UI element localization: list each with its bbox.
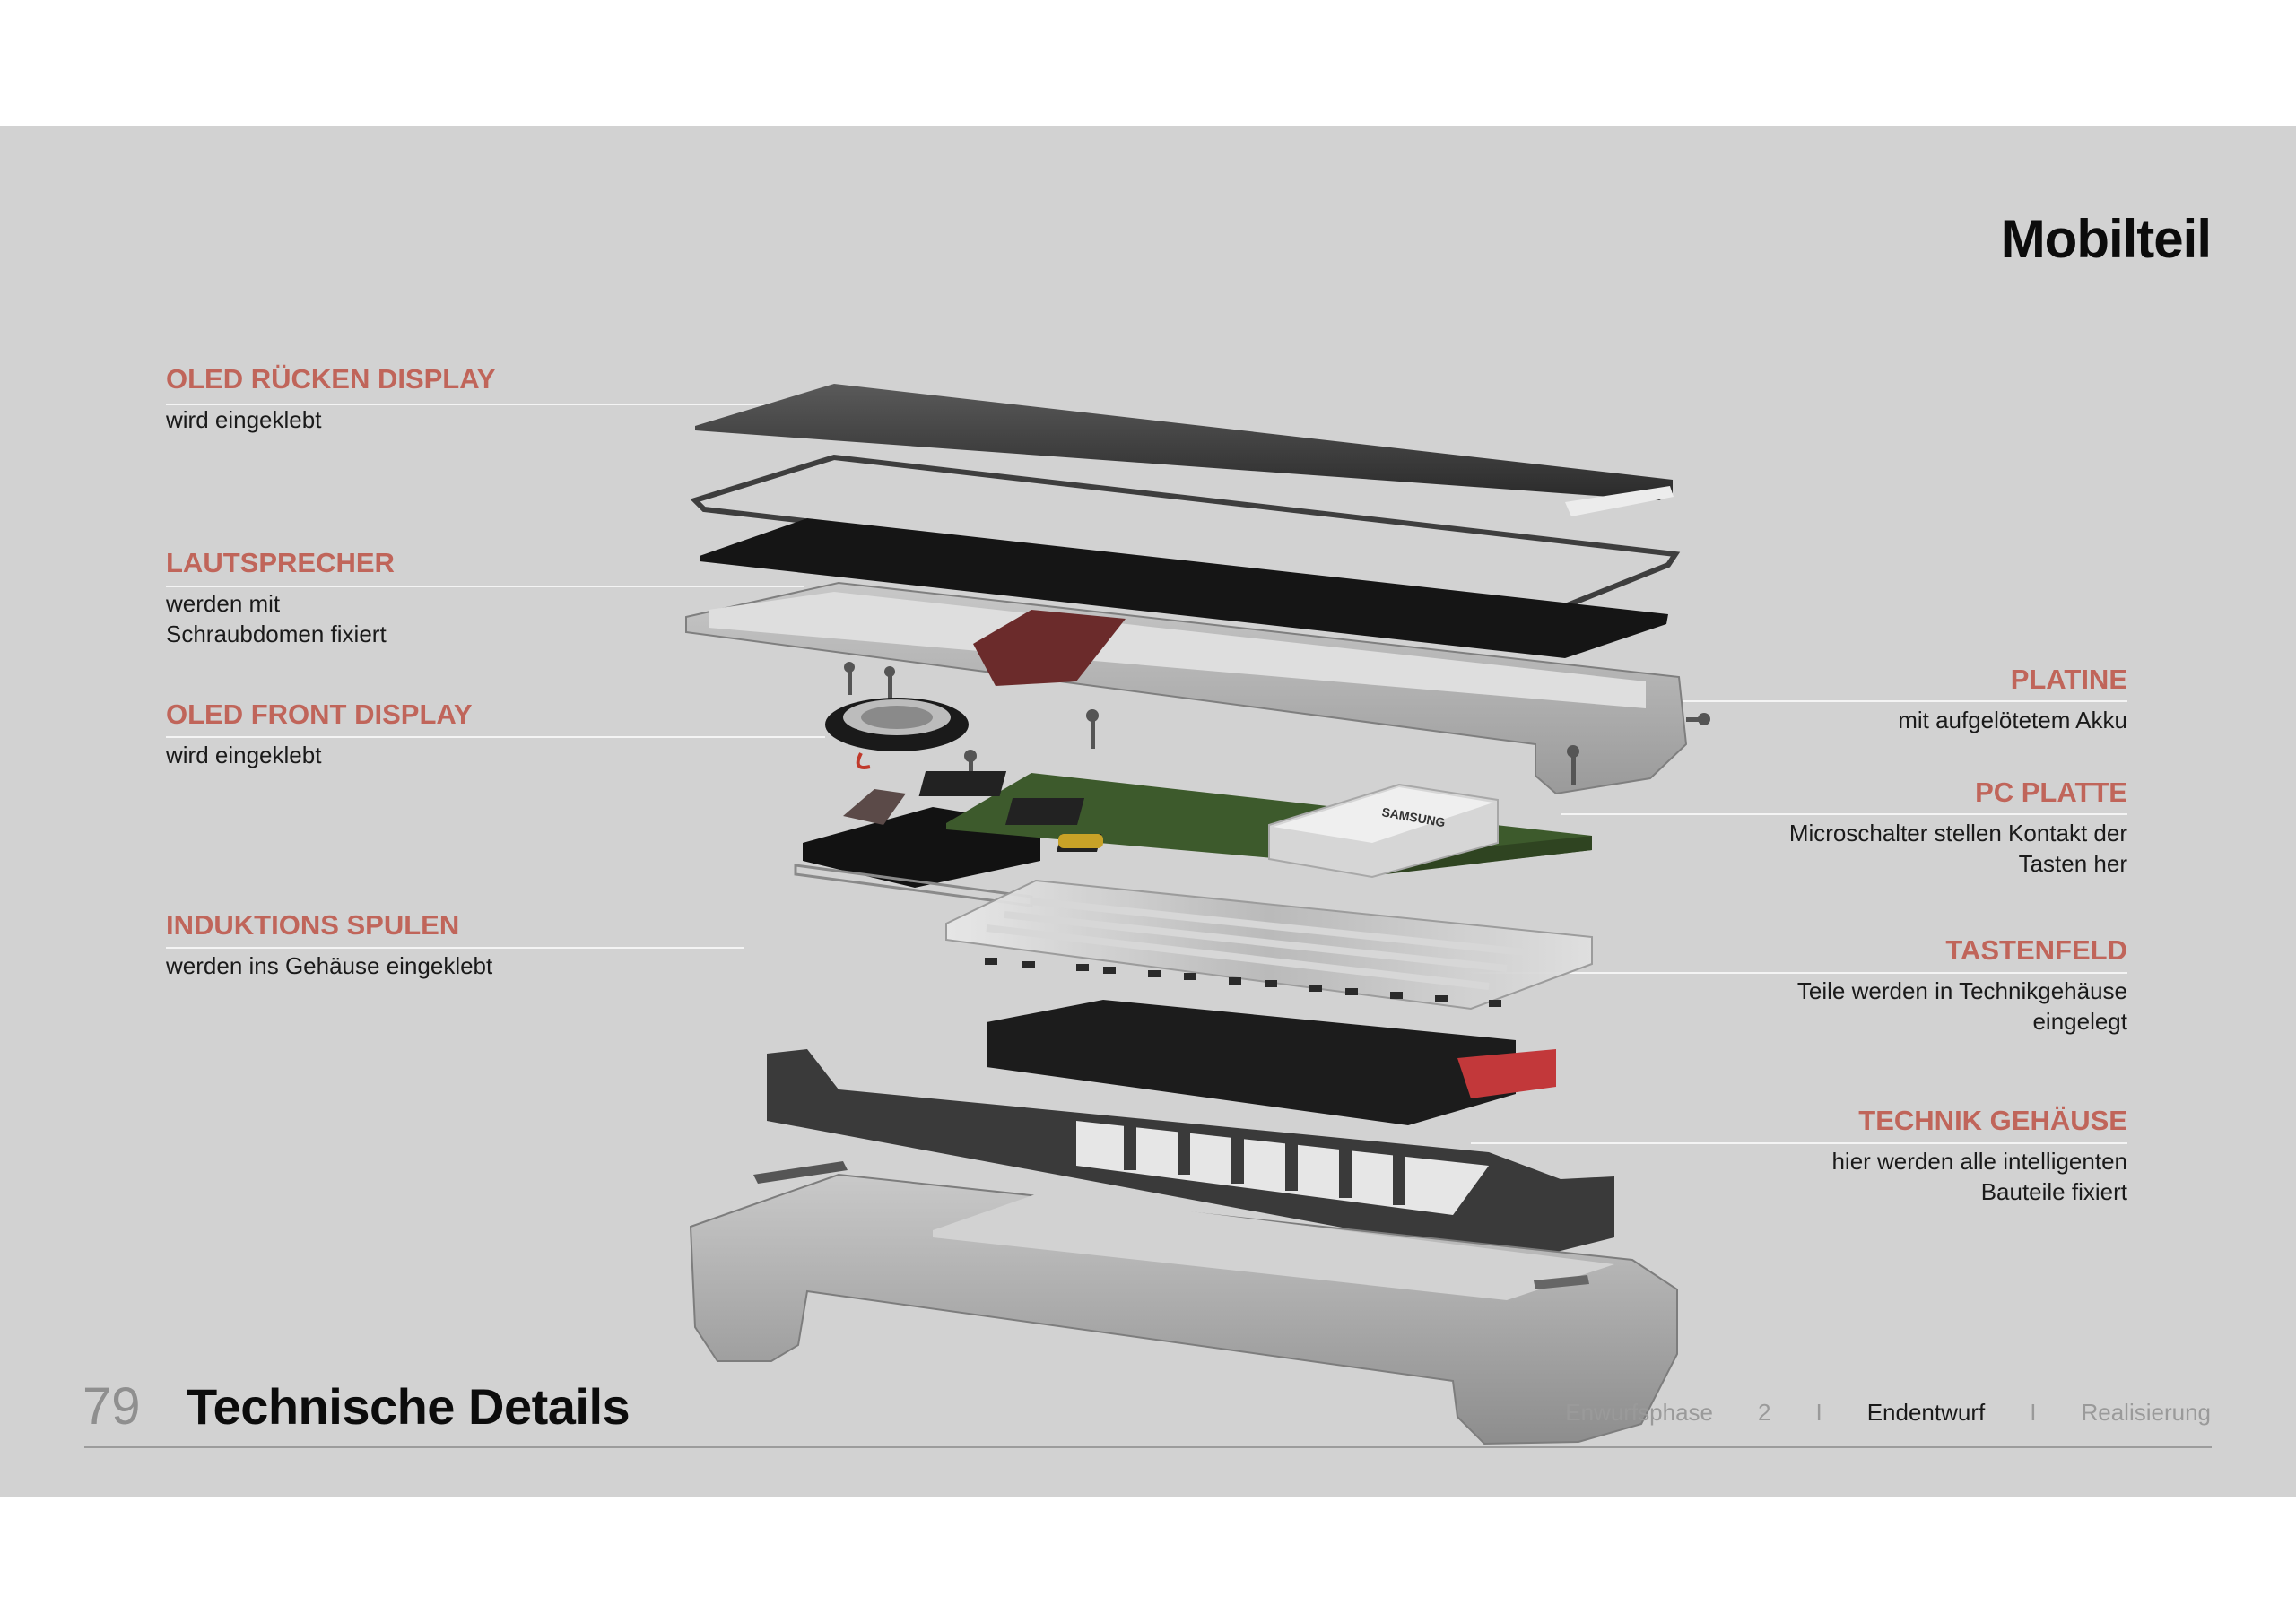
nav-step-number: 2 <box>1758 1399 1771 1426</box>
label-title: PLATINE <box>2010 664 2127 695</box>
leader-line <box>1561 813 2127 815</box>
outer-housing <box>689 1173 1678 1445</box>
section-nav: Enwurfsphase 2 I Endentwurf I Realisieru… <box>1520 1399 2211 1427</box>
label-induction-coils: INDUKTIONS SPULEN werden ins Gehäuse ein… <box>166 909 492 981</box>
leader-line <box>166 947 744 949</box>
label-pc-plate: PC PLATTE Microschalter stellen Kontakt … <box>1789 777 2127 879</box>
label-tech-housing: TECHNIK GEHÄUSE hier werden alle intelli… <box>1831 1105 2127 1207</box>
nav-enwurfsphase[interactable]: Enwurfsphase <box>1565 1399 1713 1426</box>
label-desc: werden mit Schraubdomen fixiert <box>166 590 387 647</box>
label-title: TECHNIK GEHÄUSE <box>1858 1105 2127 1136</box>
label-desc: wird eingeklebt <box>166 406 322 433</box>
label-desc: hier werden alle intelligenten Bauteile … <box>1831 1148 2127 1205</box>
label-speaker: LAUTSPRECHER werden mit Schraubdomen fix… <box>166 547 395 649</box>
pc-plate <box>945 879 1593 1011</box>
section-title: Technische Details <box>187 1378 631 1435</box>
nav-endentwurf[interactable]: Endentwurf <box>1866 1399 1986 1426</box>
coil <box>1058 834 1103 848</box>
oled-back-panel <box>700 518 1668 658</box>
label-desc: Microschalter stellen Kontakt der Tasten… <box>1788 820 2127 877</box>
display-gasket <box>690 454 1681 612</box>
circuit-board: SAMSUNG <box>918 771 1592 879</box>
label-title: OLED RÜCKEN DISPLAY <box>166 363 496 395</box>
leader-line <box>166 586 804 587</box>
label-desc: Teile werden in Technikgehäuse eingelegt <box>1796 977 2127 1035</box>
flex-ribbon <box>973 610 1126 686</box>
label-title: LAUTSPRECHER <box>166 547 395 578</box>
speaker <box>825 698 969 769</box>
keypad <box>987 1000 1556 1125</box>
leader-line <box>166 736 825 738</box>
label-desc: wird eingeklebt <box>166 742 322 768</box>
label-desc: mit aufgelötetem Akku <box>1898 707 2127 733</box>
exploded-view-illustration: SAMSUNG <box>685 384 1710 1445</box>
leader-line <box>1525 700 2127 702</box>
battery: SAMSUNG <box>1268 783 1499 879</box>
label-title: OLED FRONT DISPLAY <box>166 699 473 730</box>
page-number: 79 <box>83 1377 141 1436</box>
nav-realisierung[interactable]: Realisierung <box>2081 1399 2211 1426</box>
inner-frame <box>685 581 1688 795</box>
screws <box>844 662 1710 789</box>
leader-line <box>1471 972 2127 974</box>
nav-separator: I <box>1815 1399 1822 1426</box>
oled-back-cover <box>695 384 1674 516</box>
microswitches <box>985 958 1501 1007</box>
label-desc: werden ins Gehäuse eingeklebt <box>166 952 493 979</box>
label-oled-front-display: OLED FRONT DISPLAY wird eingeklebt <box>166 699 473 770</box>
label-circuit-board: PLATINE mit aufgelötetem Akku <box>1898 664 2127 735</box>
label-title: PC PLATTE <box>1975 777 2127 808</box>
slide: Mobilteil OLED RÜCKEN DISPLAY wird einge… <box>0 126 2296 1497</box>
label-oled-back-display: OLED RÜCKEN DISPLAY wird eingeklebt <box>166 363 495 435</box>
label-title: INDUKTIONS SPULEN <box>166 909 460 941</box>
label-keypad: TASTENFELD Teile werden in Technikgehäus… <box>1797 934 2127 1037</box>
label-title: TASTENFELD <box>1945 934 2127 966</box>
nav-separator: I <box>2030 1399 2037 1426</box>
footer-divider <box>84 1446 2212 1448</box>
technic-chassis <box>753 1049 1614 1269</box>
leader-line <box>1471 1142 2127 1144</box>
page-title: Mobilteil <box>2000 209 2212 269</box>
leader-line <box>166 404 794 405</box>
